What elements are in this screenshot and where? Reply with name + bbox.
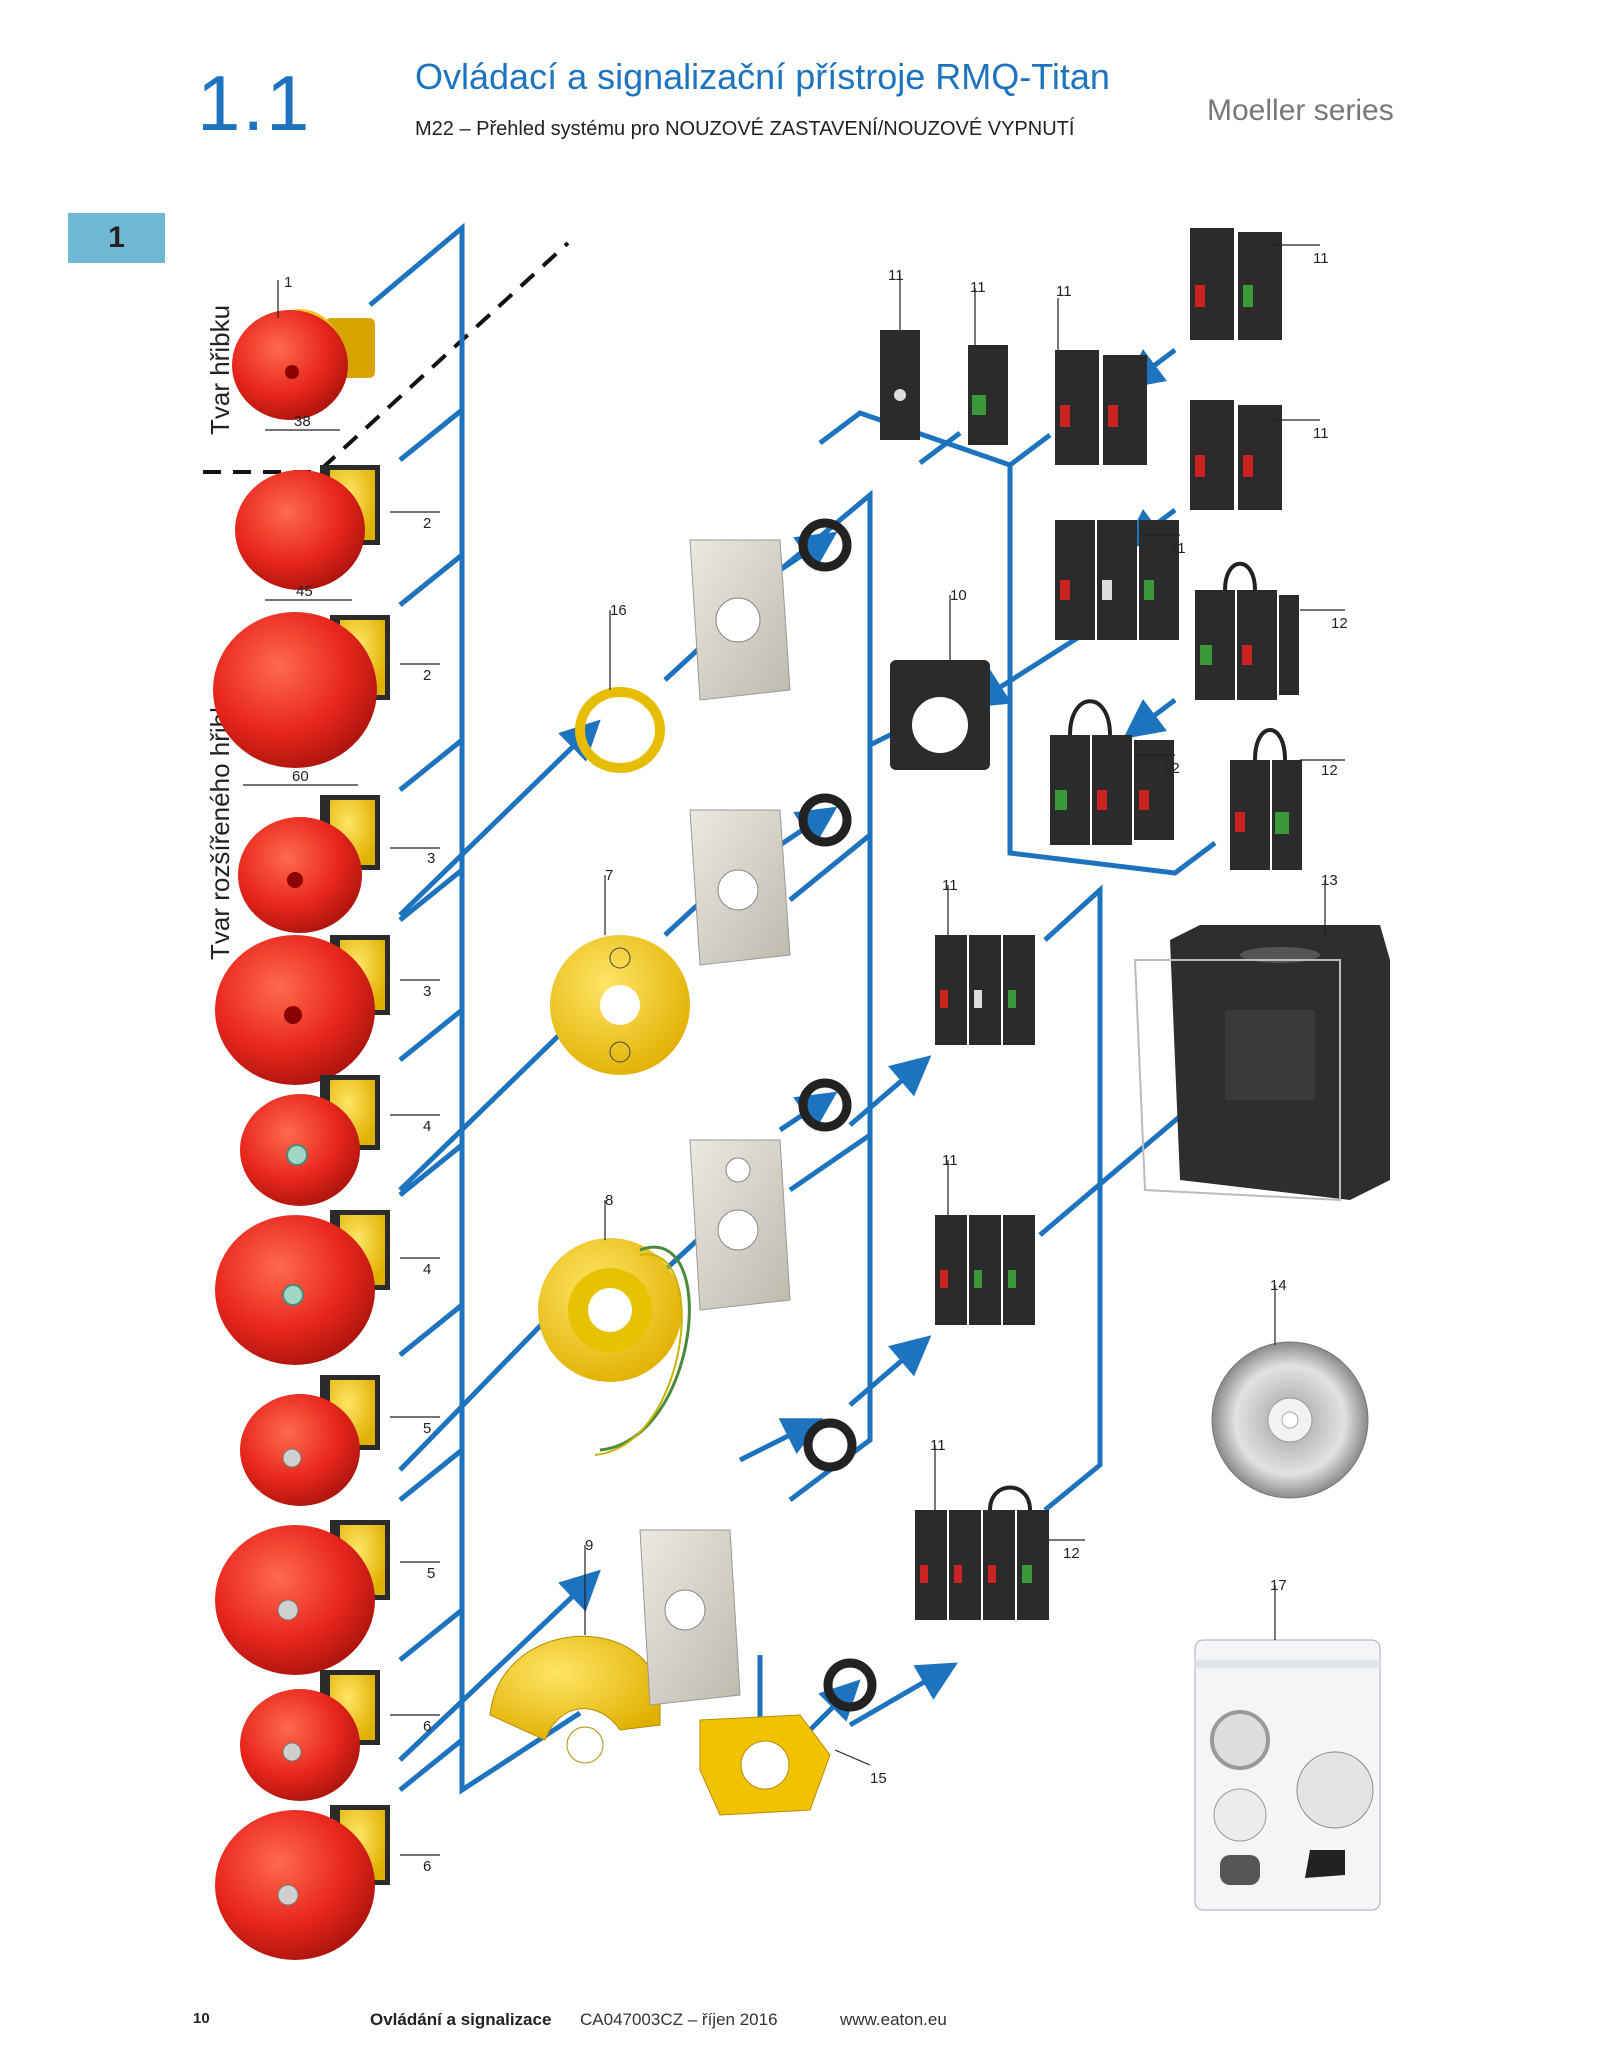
contact-block-12-a (1195, 561, 1299, 700)
callout-12b: 12 (1163, 760, 1180, 777)
page-subtitle: M22 – Přehled systému pro NOUZOVÉ ZASTAV… (415, 118, 1075, 140)
pushbutton-item-4b (215, 1210, 390, 1365)
footer-book-title: Ovládání a signalizace (370, 2010, 552, 2029)
label-disc-7 (550, 935, 690, 1075)
callout-6b: 6 (423, 1858, 432, 1875)
callout-17: 17 (1270, 1577, 1287, 1594)
callout-12c: 12 (1321, 762, 1338, 779)
label-ring-16 (575, 687, 665, 773)
emergency-stop-buttons (213, 309, 390, 1960)
fixing-adapters (699, 660, 990, 1816)
callout-2a: 2 (423, 515, 432, 532)
contact-block-double-a (1055, 350, 1147, 465)
callout-16: 16 (610, 602, 627, 619)
callout-14: 14 (1270, 1277, 1287, 1294)
callout-11i: 11 (930, 1437, 946, 1454)
callout-13: 13 (1321, 872, 1338, 889)
contact-block-triple-a (1055, 520, 1179, 640)
sealing-rings (798, 518, 877, 1712)
callout-8: 8 (605, 1192, 614, 1209)
pushbutton-item-4a (240, 1075, 380, 1206)
callout-11d: 11 (1313, 250, 1329, 267)
contact-block-double-b (1190, 228, 1282, 340)
contact-block-12-b (1050, 699, 1174, 845)
callout-12a: 12 (1331, 615, 1348, 632)
pushbutton-item-5b (215, 1520, 390, 1675)
callout-4b: 4 (423, 1261, 432, 1278)
callout-10: 10 (950, 587, 967, 604)
callout-11f: 11 (1170, 540, 1186, 557)
callout-11g: 11 (942, 877, 958, 894)
section-number: 1.1 (197, 59, 312, 147)
footer-page-number: 10 (193, 2010, 210, 2027)
dimension-45: 45 (296, 583, 313, 600)
dimension-60: 60 (292, 768, 309, 785)
footer-website-link[interactable]: www.eaton.eu (840, 2010, 947, 2029)
callout-11h: 11 (942, 1152, 958, 1169)
contact-block-12-c (1230, 728, 1302, 870)
contact-block-11-base-b (935, 1215, 1035, 1325)
dimension-38: 38 (294, 413, 311, 430)
callout-6a: 6 (423, 1718, 432, 1735)
callout-3b: 3 (423, 983, 432, 1000)
pushbutton-item-6b (215, 1805, 390, 1960)
pushbutton-item-2a (235, 465, 380, 590)
pushbutton-item-3a (238, 795, 380, 933)
pushbutton-item-6a (240, 1670, 380, 1801)
callout-11a: 11 (888, 267, 904, 284)
page-title: Ovládací a signalizační přístroje RMQ-Ti… (415, 56, 1110, 97)
chapter-tab[interactable]: 1 (68, 213, 165, 263)
callout-5a: 5 (423, 1420, 432, 1437)
mounting-plates (639, 539, 791, 1706)
contact-block-double-c (1190, 400, 1282, 510)
pushbutton-item-5a (240, 1375, 380, 1506)
callout-9: 9 (585, 1537, 594, 1554)
callout-11b: 11 (970, 279, 986, 296)
callout-11e: 11 (1313, 425, 1329, 442)
shroud-guard-9 (489, 1635, 661, 1764)
leader-lines (277, 244, 1345, 1856)
callout-15: 15 (870, 1770, 887, 1787)
pushbutton-item-1 (232, 309, 375, 420)
surface-mounting-enclosure (1133, 925, 1390, 1202)
series-label: Moeller series (1207, 94, 1394, 127)
dimension-lines (243, 429, 358, 786)
callout-2b: 2 (423, 667, 432, 684)
pushbutton-item-2b (213, 612, 390, 768)
software-cd (1211, 1341, 1369, 1499)
label-rings (489, 687, 691, 1764)
callout-7: 7 (605, 867, 614, 884)
contact-block-11-base-a (935, 935, 1035, 1045)
callout-5b: 5 (427, 1565, 436, 1582)
callout-4a: 4 (423, 1118, 432, 1135)
separator-dashed-line (203, 241, 570, 474)
spare-parts-bag (1194, 1639, 1381, 1911)
label-guard-8 (538, 1238, 691, 1456)
callout-11c: 11 (1056, 283, 1072, 300)
contact-block-11-12-combined (915, 1485, 1049, 1620)
pushbutton-item-3b (215, 935, 390, 1085)
callout-3a: 3 (427, 850, 436, 867)
footer-catalog-code: CA047003CZ – říjen 2016 (580, 2010, 778, 2029)
callout-1: 1 (284, 274, 293, 291)
contact-elements (880, 228, 1302, 1620)
callout-12d: 12 (1063, 1545, 1080, 1562)
